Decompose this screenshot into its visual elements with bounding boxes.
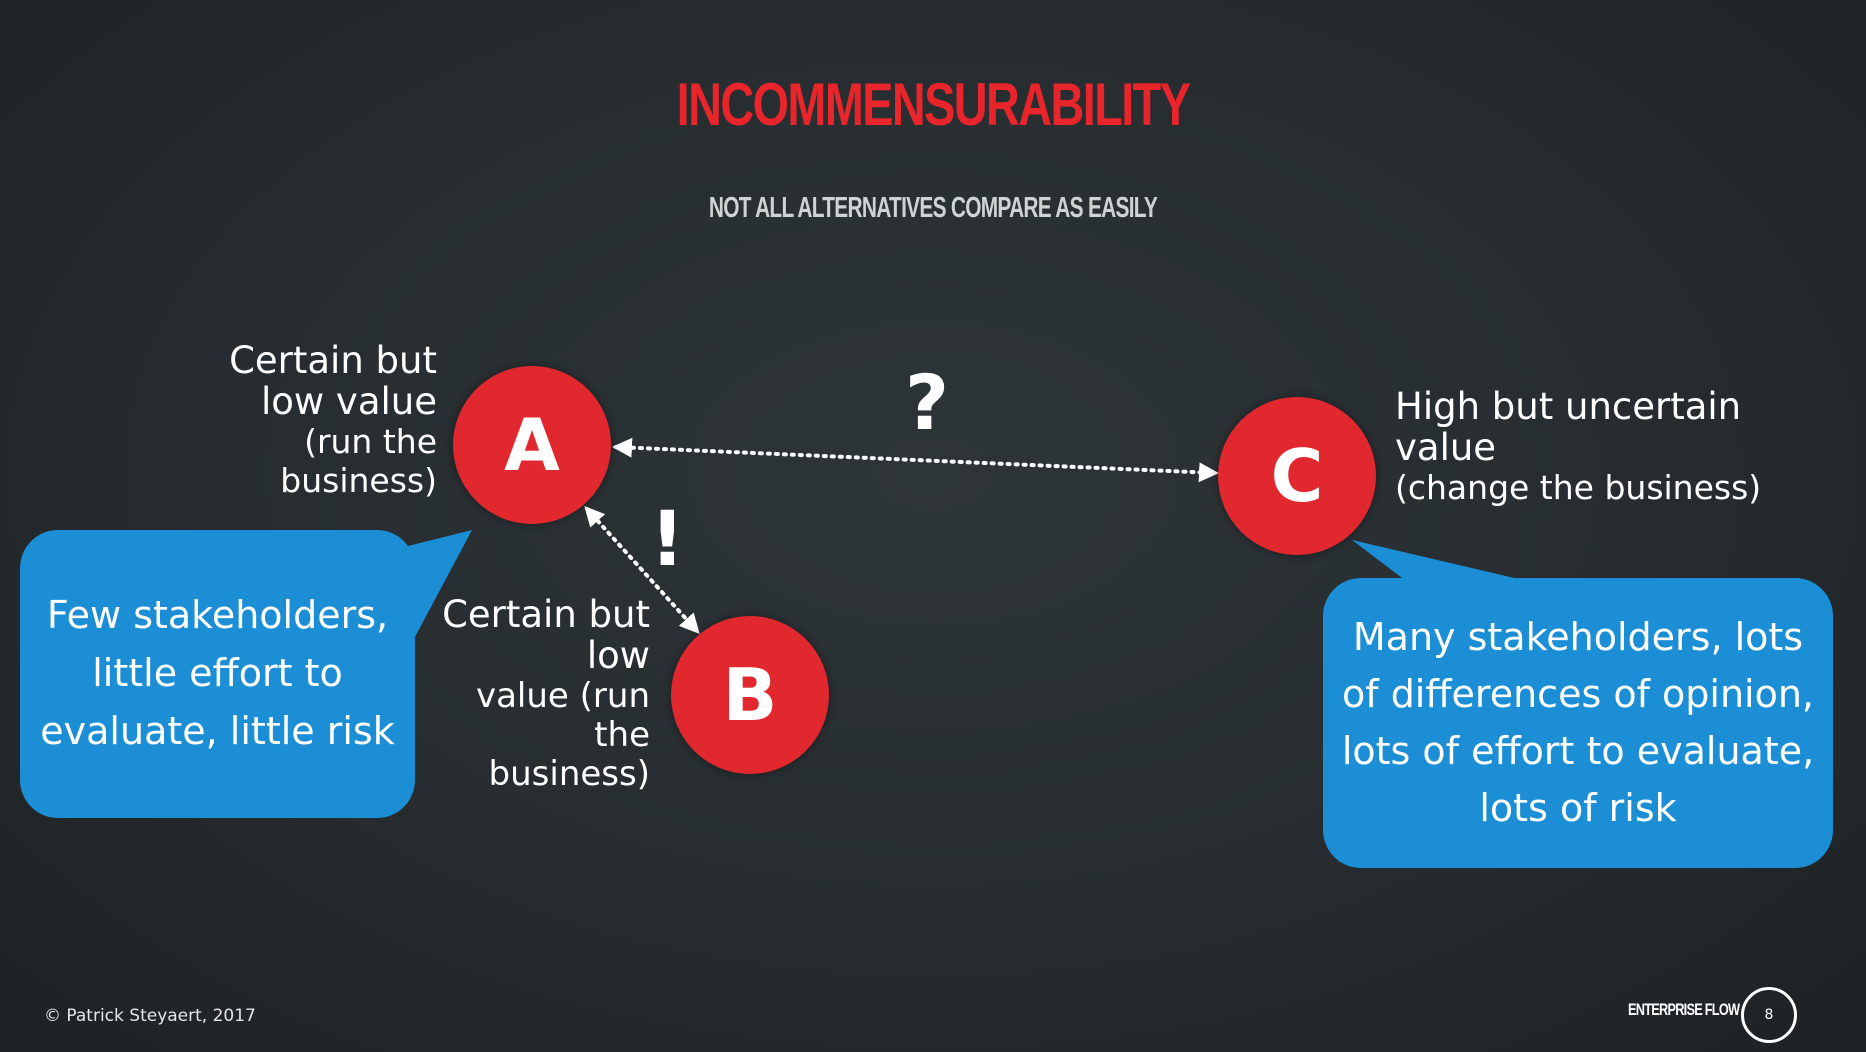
node-a-label-sub: (run the business) <box>280 421 437 500</box>
node-c-label-main: High but uncertain value <box>1395 385 1742 470</box>
node-b-label-sub: value (run the business) <box>475 675 650 795</box>
node-b-label-main: Certain but low <box>442 593 650 678</box>
node-c-circle: C <box>1218 397 1376 555</box>
link-a-b <box>584 506 700 634</box>
callout-left-text: Few stakeholders, little effort to evalu… <box>40 593 395 753</box>
node-a-circle: A <box>453 366 611 524</box>
callout-left: Few stakeholders, little effort to evalu… <box>20 530 415 818</box>
link-a-b-exclamation-mark: ! <box>650 494 685 583</box>
slide-subtitle: NOT ALL ALTERNATIVES COMPARE AS EASILY <box>708 192 1158 224</box>
node-b-circle: B <box>671 616 829 774</box>
callout-right-text: Many stakeholders, lots of differences o… <box>1341 615 1815 830</box>
brand-logo-text: ENTERPRISE FLOW <box>1628 1000 1740 1019</box>
copyright-text: © Patrick Steyaert, 2017 <box>44 1006 256 1026</box>
callout-right-tail <box>1352 540 1540 584</box>
link-a-c-question-mark: ? <box>905 358 950 447</box>
callout-right: Many stakeholders, lots of differences o… <box>1323 578 1833 868</box>
page-number-badge: 8 <box>1741 987 1797 1043</box>
callout-left-tail <box>400 530 472 650</box>
node-c-label-sub: (change the business) <box>1395 467 1762 507</box>
slide-title: INCOMMENSURABILITY <box>676 71 1191 138</box>
node-c-label: High but uncertain value (change the bus… <box>1395 386 1795 508</box>
link-a-c <box>612 437 1219 483</box>
node-b-label: Certain but low value (run the business) <box>440 594 650 794</box>
node-a-label-main: Certain but low value <box>229 339 437 424</box>
node-a-label: Certain but low value (run the business) <box>180 340 437 501</box>
